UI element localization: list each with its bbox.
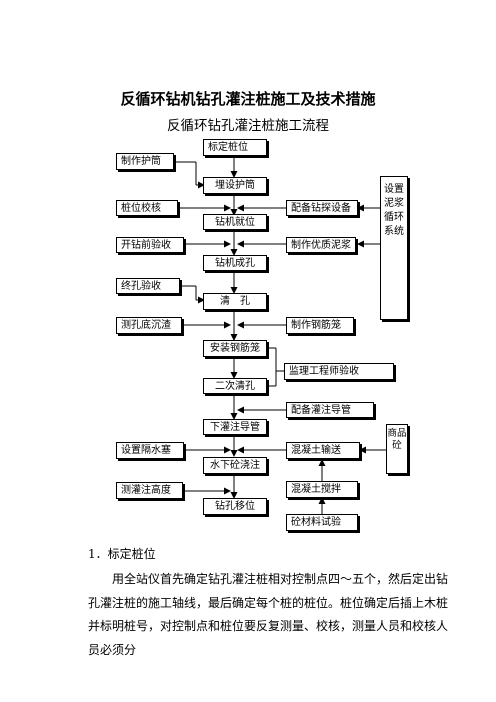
- right-drilling-equipment: 配备钻探设备: [286, 200, 358, 216]
- left-make-casing: 制作护筒: [116, 153, 174, 170]
- right-concrete-mixing: 混凝土搅拌: [286, 481, 358, 498]
- right-material-testing: 砼材料试验: [286, 514, 358, 531]
- document-title: 反循环钻机钻孔灌注桩施工及技术措施: [120, 90, 376, 108]
- flowchart-connectors: [174, 155, 386, 514]
- left-measure-sediment: 测孔底沉渣: [116, 317, 182, 334]
- right-make-rebar-cage: 制作钢筋笼: [286, 317, 354, 334]
- commercial-concrete: 商品砼: [386, 424, 408, 474]
- right-supervisor-acceptance: 监理工程师验收: [284, 363, 394, 380]
- mud-circulation-system: 设置泥浆循环系统: [380, 176, 408, 320]
- right-concrete-conveying: 混凝土输送: [286, 442, 360, 459]
- step-move-rig: 钻孔移位: [203, 498, 267, 515]
- step-drilling: 钻机成孔: [203, 255, 267, 271]
- section-heading: 1．标定桩位: [88, 547, 156, 561]
- step-rig-positioning: 钻机就位: [203, 214, 267, 230]
- step-bury-casing: 埋设护筒: [203, 177, 267, 194]
- section-body: 用全站仪首先确定钻孔灌注桩相对控制点四～五个，然后定出钻孔灌注桩的施工轴线，最后…: [88, 572, 449, 657]
- left-water-plug: 设置隔水塞: [116, 442, 184, 459]
- left-pile-check: 桩位校核: [116, 200, 178, 216]
- right-make-mud: 制作优质泥浆: [286, 237, 356, 253]
- step-underwater-pour: 水下砼浇注: [203, 457, 267, 474]
- flowchart-title: 反循环钻孔灌注桩施工流程: [167, 118, 329, 134]
- left-measure-pour-height: 测灌注高度: [116, 482, 183, 499]
- step-lower-pipe: 下灌注导管: [203, 419, 267, 435]
- left-final-hole-inspection: 终孔验收: [116, 278, 180, 294]
- step-install-rebar-cage: 安装钢筋笼: [203, 340, 267, 357]
- left-pre-drill-inspection: 开钻前验收: [116, 237, 184, 253]
- step-second-cleaning: 二次清孔: [203, 378, 267, 394]
- right-pour-pipe: 配备灌注导管: [286, 402, 374, 418]
- step-hole-cleaning: 清 孔: [203, 293, 267, 310]
- step-mark-pile-position: 标定桩位: [203, 139, 267, 156]
